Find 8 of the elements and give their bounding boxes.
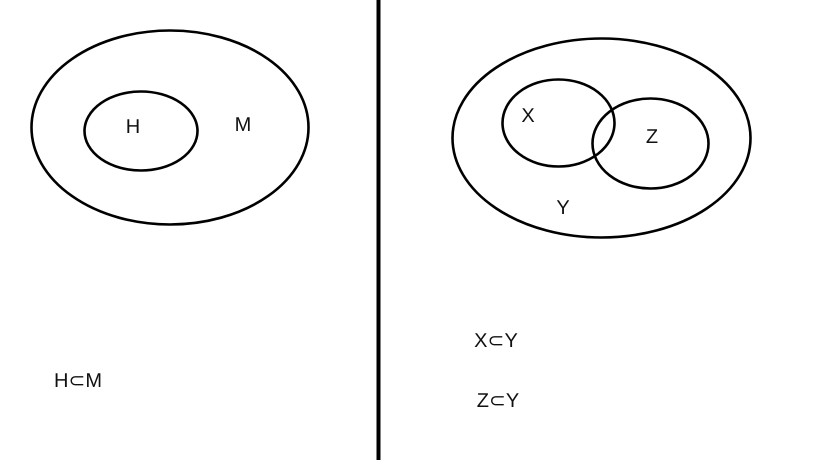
subset-notation: H⊂M — [54, 371, 102, 391]
subset-notation: Z⊂Y — [476, 391, 520, 411]
set-label: X — [521, 106, 535, 126]
subset-notation: X⊂Y — [474, 331, 518, 351]
set-label: Z — [646, 127, 658, 147]
set-label: Y — [556, 198, 570, 218]
set-label: M — [234, 115, 252, 135]
set-label: H — [126, 117, 140, 137]
